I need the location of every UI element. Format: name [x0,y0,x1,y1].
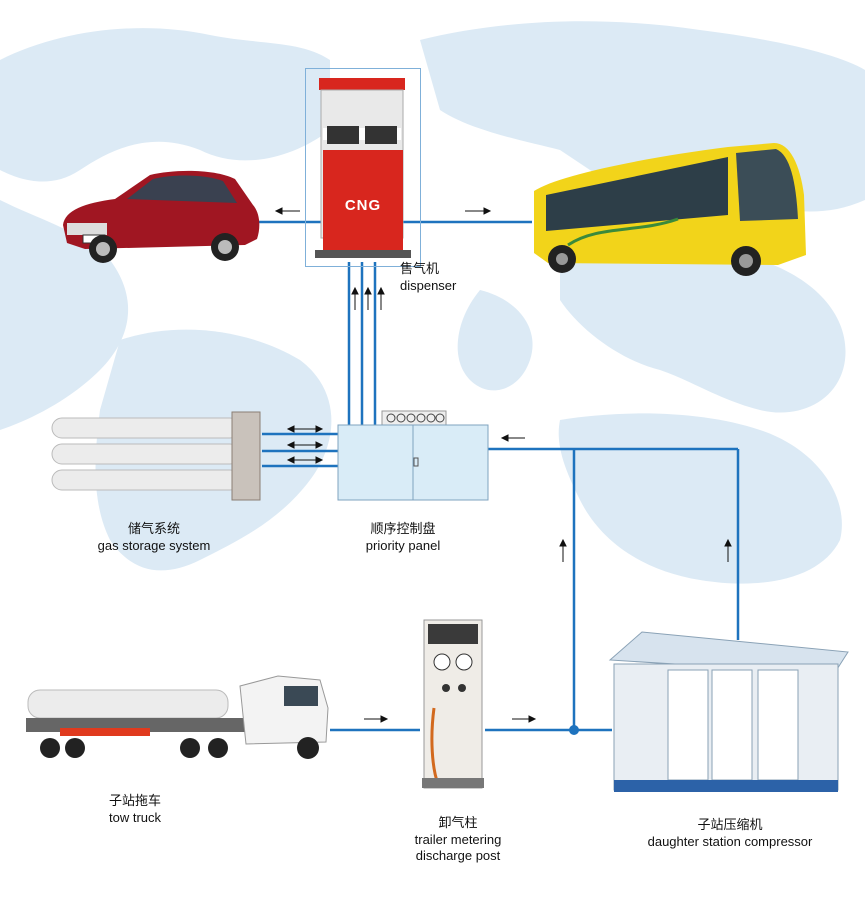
post-label-en1: trailer metering [414,832,502,847]
arrow-up-2 [364,286,372,310]
pipes [255,220,740,732]
panel-label-en: priority panel [365,538,441,553]
post-label-zh: 卸气柱 [438,816,478,831]
priority-panel-illustration [337,410,489,501]
arrow-bi-2 [286,441,324,449]
arrow-to-post [364,715,389,723]
arrow-up-bypass [559,538,567,562]
gas-storage-illustration [51,411,261,501]
tow-truck-illustration [26,675,329,759]
truck-label: 子站拖车 tow truck [90,794,180,826]
arrow-up-3 [377,286,385,310]
compressor-illustration [608,631,849,792]
bus-illustration [534,143,806,276]
arrow-to-compressor [512,715,537,723]
storage-label-zh: 储气系统 [127,522,180,537]
flow-arrows [274,207,732,723]
panel-label-zh: 顺序控制盘 [370,522,436,537]
arrow-up-compressor [724,538,732,562]
arrow-bi-3 [286,456,324,464]
compressor-label-zh: 子站压缩机 [697,818,763,833]
arrow-up-1 [351,286,359,310]
dispenser-label: 售气机 dispenser [400,262,470,294]
dispenser-label-en: dispenser [400,278,457,293]
post-label: 卸气柱 trailer metering discharge post [398,816,518,864]
arrow-to-car [274,207,300,215]
car-illustration [63,170,260,263]
compressor-label-en: daughter station compressor [647,834,813,849]
dispenser-illustration: CNG [305,68,421,267]
storage-label-en: gas storage system [97,538,211,553]
discharge-post-illustration [422,619,484,789]
dispenser-label-zh: 售气机 [400,262,440,277]
arrow-to-bus [465,207,492,215]
cng-sign: CNG [345,197,381,214]
compressor-label: 子站压缩机 daughter station compressor [630,818,830,850]
post-label-en2: discharge post [415,848,501,863]
panel-label: 顺序控制盘 priority panel [338,522,468,554]
pipe-junction [569,725,579,735]
arrow-into-panel [500,434,525,442]
storage-label: 储气系统 gas storage system [74,522,234,554]
truck-label-zh: 子站拖车 [108,794,161,809]
truck-label-en: tow truck [108,810,161,825]
arrow-bi-1 [286,425,324,433]
